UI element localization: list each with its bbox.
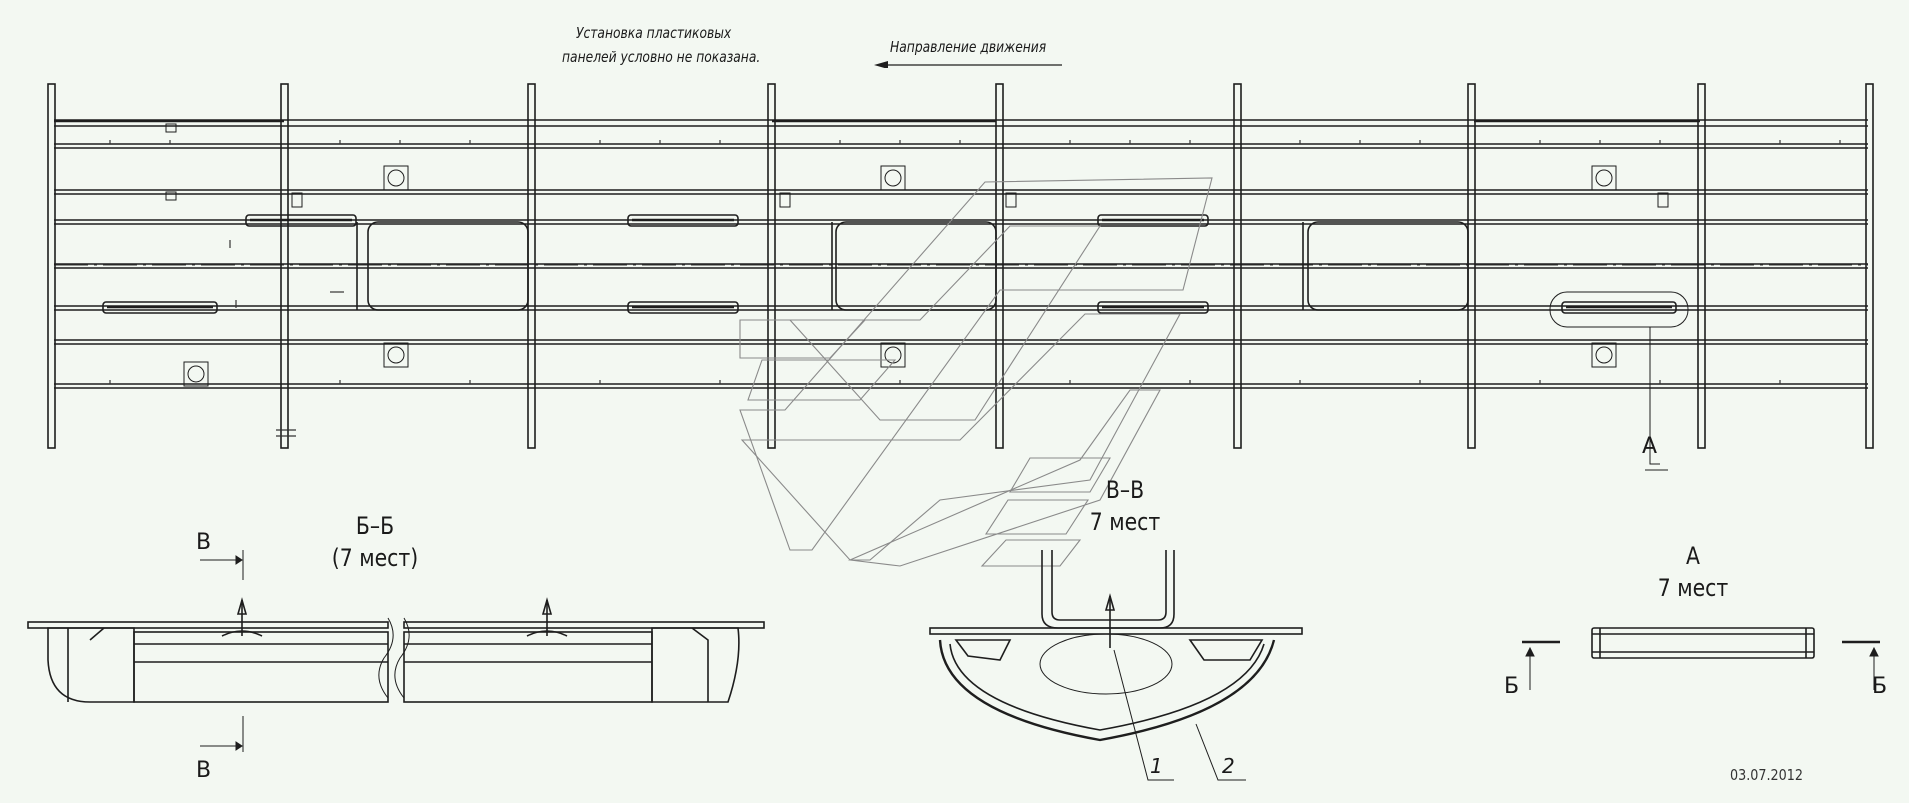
plan-cross-members <box>47 83 1874 449</box>
drawing-date: 03.07.2012 <box>1730 766 1804 784</box>
section-vv-count: 7 мест <box>1089 508 1161 536</box>
section-vv-drawing <box>929 550 1303 781</box>
view-a-cut-right: Б <box>1872 674 1888 699</box>
direction-indicator <box>872 38 1072 72</box>
section-bb-count: (7 мест) <box>331 544 419 572</box>
plan-lamp-bars <box>102 214 1677 314</box>
callout-a-outline <box>1549 291 1689 471</box>
view-a-title: А <box>1686 542 1700 570</box>
section-bb-drawing <box>27 550 765 752</box>
position-1-label: 1 <box>1150 754 1163 778</box>
section-bb-title: Б–Б <box>355 512 395 540</box>
note-direction: Направление движения <box>890 38 1047 56</box>
note-panels-line1: Установка пластиковых <box>576 24 732 42</box>
callout-a-label: А <box>1642 434 1658 459</box>
direction-arrow-icon <box>874 61 1062 69</box>
watermark-logo <box>739 177 1213 567</box>
plan-fastener-ticks <box>109 140 1841 437</box>
plan-longitudinal-lines <box>54 119 1868 389</box>
section-bb-cut-top: В <box>196 530 212 555</box>
view-a-cut-left: Б <box>1504 674 1520 699</box>
view-a-count: 7 мест <box>1657 574 1729 602</box>
view-a-drawing <box>1522 627 1880 690</box>
position-2-label: 2 <box>1222 754 1235 778</box>
plan-brackets <box>165 123 1669 208</box>
section-bb-cut-bottom: В <box>196 758 212 783</box>
note-panels-line2: панелей условно не показана. <box>562 48 761 66</box>
plan-central-frames <box>356 221 1469 311</box>
plan-round-hatches <box>183 165 1617 387</box>
section-vv-title: В–В <box>1105 476 1145 504</box>
